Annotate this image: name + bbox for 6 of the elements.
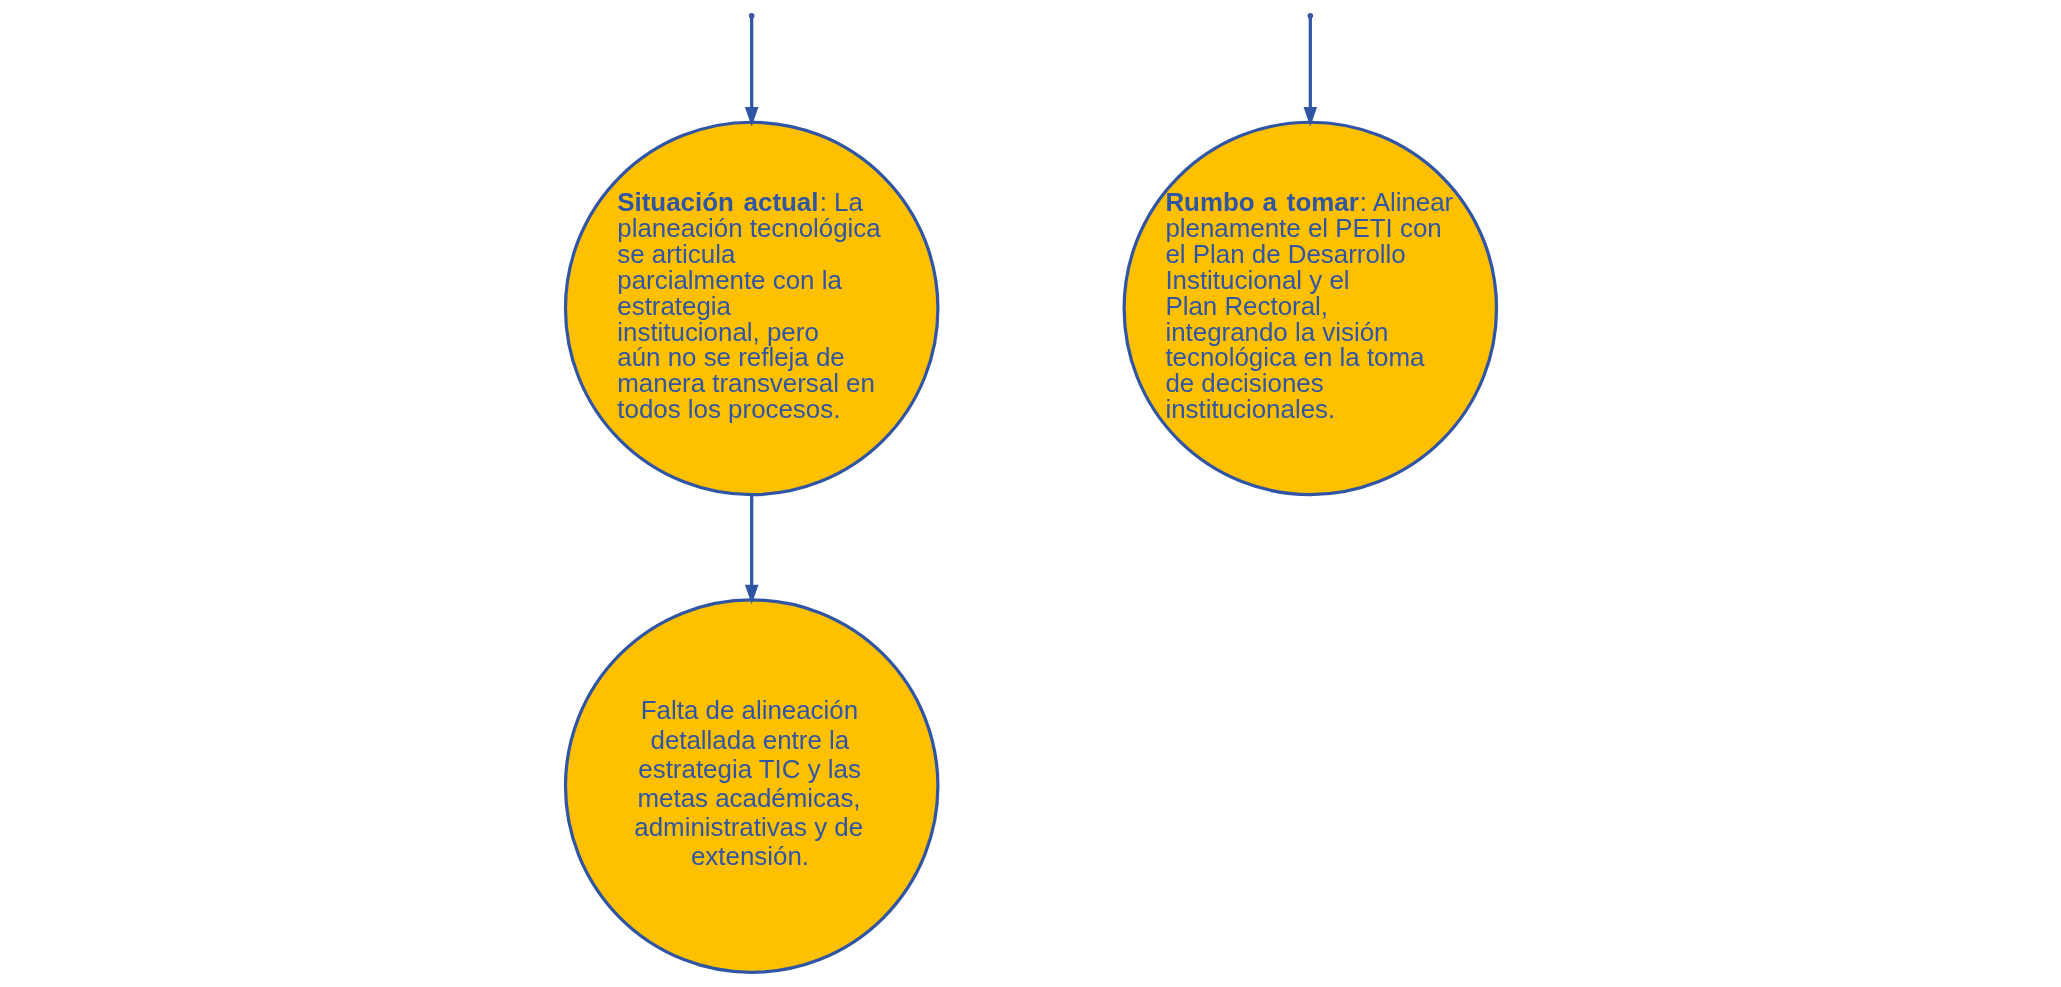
arrow	[744, 494, 758, 605]
node-circle: Falta de alineación detallada entre la estrategia TIC y las metas académicas, administrativas y de extensión.	[563, 598, 939, 974]
arrow	[744, 17, 758, 127]
node-circle: Situación actual: La planeación tecnológica se articula parcialmente con la estrategia institucional, pero aún no se refleja de manera transversal en todos los procesos.	[563, 120, 939, 497]
arrow	[1303, 17, 1317, 127]
node-circle: Rumbo a tomar: Alinear plenamente el PETI con el Plan de Desarrollo Institucional y el Plan Rectoral, integrando la visión tecnológica en la toma de decisiones institucionales.	[1122, 120, 1498, 497]
